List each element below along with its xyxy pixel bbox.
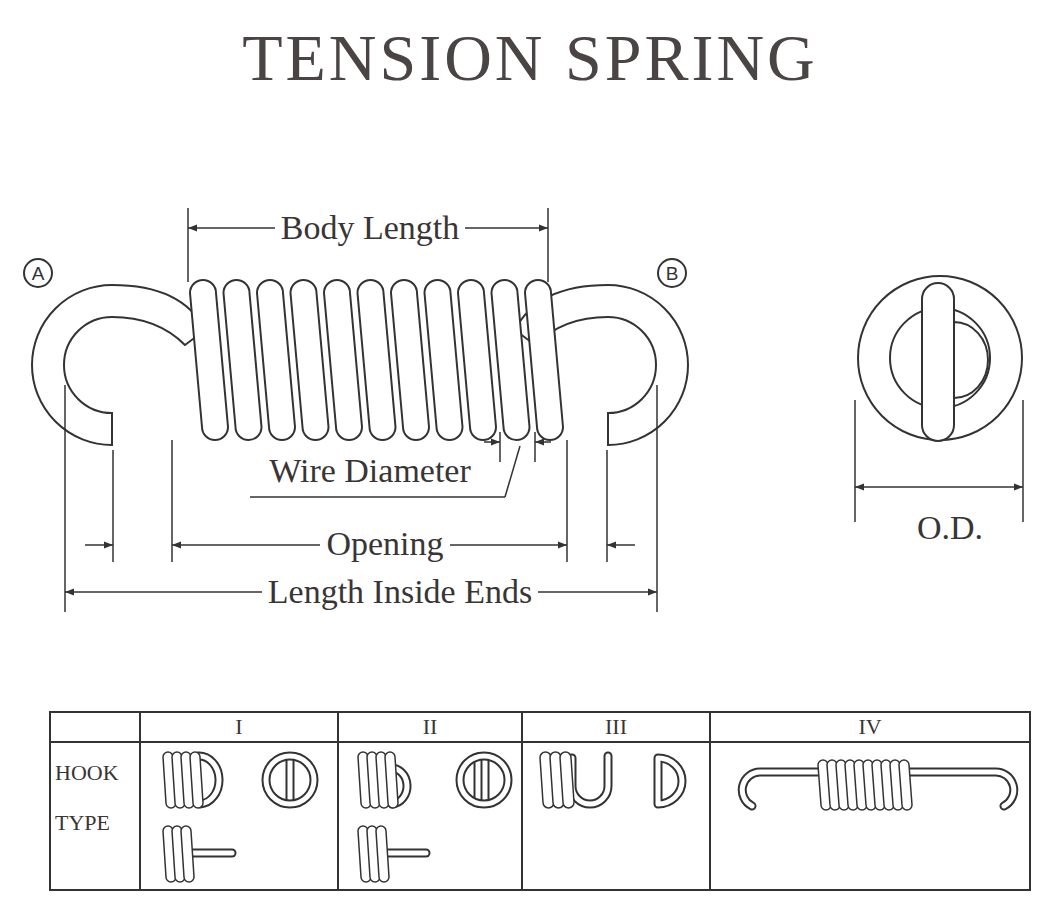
table-rule bbox=[337, 712, 339, 890]
spring-coil bbox=[492, 280, 530, 440]
mini-hook bbox=[904, 772, 1014, 806]
callout-letter: A bbox=[32, 264, 45, 283]
callout-circle: A bbox=[23, 258, 53, 288]
table-header: III bbox=[599, 714, 633, 739]
mini-hook bbox=[572, 756, 608, 804]
mini-hook-end bbox=[288, 757, 293, 803]
mini-end-view bbox=[460, 756, 508, 804]
mini-hook-side bbox=[192, 849, 232, 858]
spring-coil bbox=[224, 280, 262, 440]
mini-end-view bbox=[266, 756, 314, 804]
dimension-line bbox=[85, 544, 113, 546]
extension-line bbox=[547, 208, 549, 282]
hook-end-view bbox=[922, 283, 954, 441]
table-rule bbox=[50, 741, 1030, 743]
dimension-line bbox=[607, 544, 635, 546]
mini-hook-side bbox=[388, 851, 426, 856]
mini-hook-end bbox=[478, 757, 485, 803]
extension-line bbox=[566, 440, 568, 562]
table-row-header: HOOK TYPE bbox=[53, 748, 141, 848]
table-rule bbox=[139, 712, 141, 890]
mini-hook-end bbox=[478, 757, 485, 803]
extension-line bbox=[534, 432, 536, 462]
mini-end-view bbox=[658, 758, 682, 804]
mini-end-view bbox=[658, 758, 682, 804]
hook-end-view bbox=[954, 322, 988, 398]
spring-coil bbox=[190, 280, 228, 440]
extension-line bbox=[1022, 400, 1024, 522]
mini-coil bbox=[181, 826, 194, 882]
table-header: II bbox=[417, 714, 444, 739]
mini-hook bbox=[742, 772, 826, 806]
mini-hook-side bbox=[192, 851, 232, 856]
dimension-line bbox=[535, 441, 551, 443]
dimension-line bbox=[855, 486, 1023, 488]
mini-hook-side bbox=[388, 849, 426, 858]
coil-end-view bbox=[858, 276, 1022, 440]
extension-line bbox=[854, 400, 856, 522]
leader-line bbox=[505, 446, 520, 497]
dimension-label: Opening bbox=[320, 524, 449, 563]
callout-circle: B bbox=[657, 258, 687, 288]
dimension-line bbox=[484, 441, 500, 443]
mini-coil bbox=[560, 752, 574, 808]
extension-line bbox=[171, 440, 173, 562]
mini-hook bbox=[572, 756, 608, 804]
extension-line bbox=[499, 432, 501, 462]
mini-hook-end bbox=[286, 757, 295, 803]
spring-coil bbox=[391, 280, 429, 440]
spring-coil bbox=[358, 280, 396, 440]
table-header: I bbox=[229, 714, 248, 739]
mini-hook bbox=[904, 772, 1014, 806]
spring-coil bbox=[257, 280, 295, 440]
callout-letter: B bbox=[666, 264, 679, 283]
table-header: IV bbox=[852, 714, 887, 739]
mini-end-view bbox=[460, 756, 508, 804]
spring-coil bbox=[291, 280, 329, 440]
spring-coil bbox=[324, 280, 362, 440]
table-rule bbox=[521, 712, 523, 890]
mini-coil bbox=[190, 752, 203, 808]
dimension-label: Length Inside Ends bbox=[262, 572, 538, 611]
mini-coil bbox=[376, 826, 389, 882]
table-frame bbox=[50, 712, 1030, 890]
dimension-label: Body Length bbox=[275, 208, 465, 247]
table-rule bbox=[709, 712, 711, 890]
mini-coil bbox=[385, 752, 398, 808]
leader-line bbox=[250, 496, 505, 498]
extension-line bbox=[187, 208, 189, 282]
spring-coil bbox=[425, 280, 463, 440]
spring-coil bbox=[525, 280, 563, 440]
spring-coil bbox=[458, 280, 496, 440]
dimension-label: Wire Diameter bbox=[263, 451, 477, 490]
hook-a bbox=[32, 285, 205, 445]
extension-line bbox=[64, 385, 66, 612]
mini-end-view bbox=[266, 756, 314, 804]
title: TENSION SPRING bbox=[0, 22, 1060, 95]
extension-line bbox=[656, 385, 658, 612]
mini-hook bbox=[742, 772, 826, 806]
dimension-label: O.D. bbox=[911, 508, 989, 547]
mini-coil bbox=[899, 760, 912, 810]
